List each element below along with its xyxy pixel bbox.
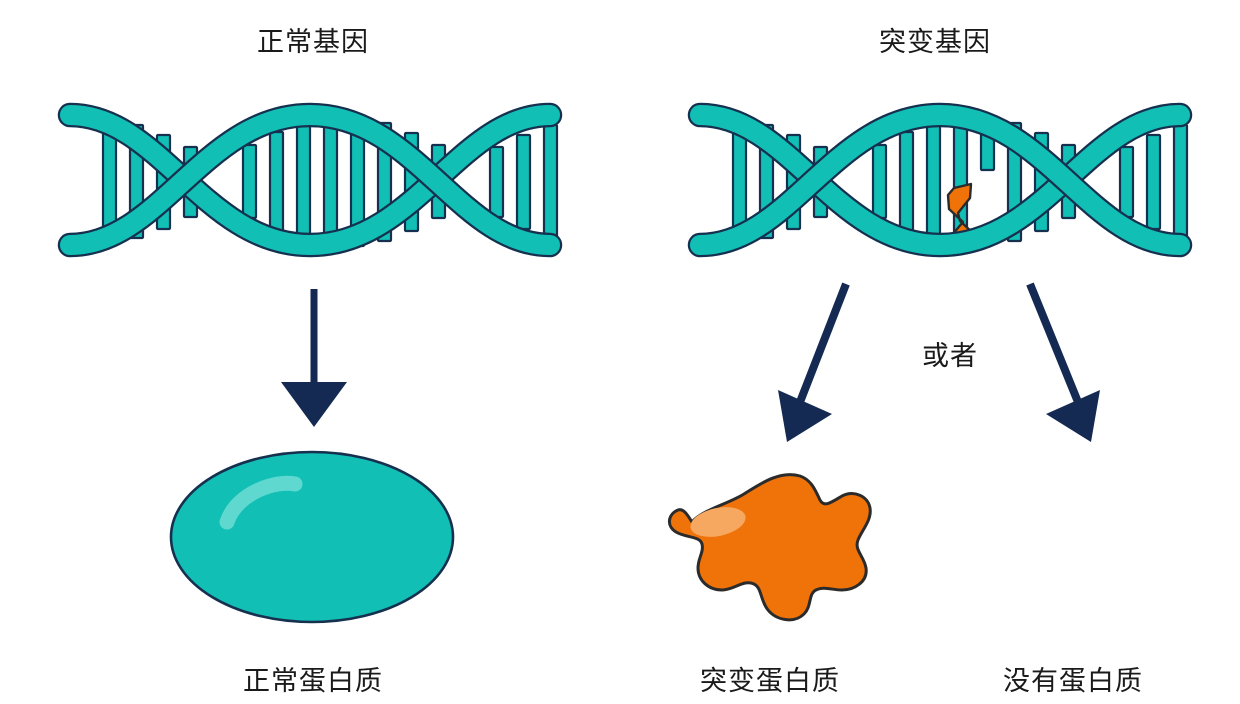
label-no-protein: 没有蛋白质 bbox=[1003, 666, 1143, 696]
label-mutant-gene: 突变基因 bbox=[879, 27, 991, 57]
dna-strand-back-fill bbox=[690, 105, 1190, 256]
arrow-mutant-left bbox=[778, 282, 850, 442]
label-normal-gene: 正常基因 bbox=[257, 27, 369, 57]
protein-mutant bbox=[668, 473, 872, 622]
label-normal-protein: 正常蛋白质 bbox=[243, 666, 383, 696]
label-mutant-protein: 突变蛋白质 bbox=[700, 666, 840, 696]
arrow-normal-down bbox=[281, 289, 347, 427]
dna-strand-front-fill bbox=[60, 104, 560, 255]
dna-strand-back-fill bbox=[60, 105, 560, 256]
arrow-mutant-right bbox=[1026, 282, 1100, 442]
protein-body bbox=[169, 450, 455, 624]
dna-normal bbox=[57, 102, 563, 258]
label-or: 或者 bbox=[922, 341, 978, 371]
dna-mutant bbox=[687, 102, 1193, 258]
dna-strand-front-fill bbox=[690, 104, 1190, 255]
protein-body bbox=[668, 473, 872, 622]
protein-normal bbox=[169, 450, 455, 624]
protein-highlight-icon bbox=[690, 507, 746, 537]
protein-highlight-icon bbox=[219, 475, 303, 530]
